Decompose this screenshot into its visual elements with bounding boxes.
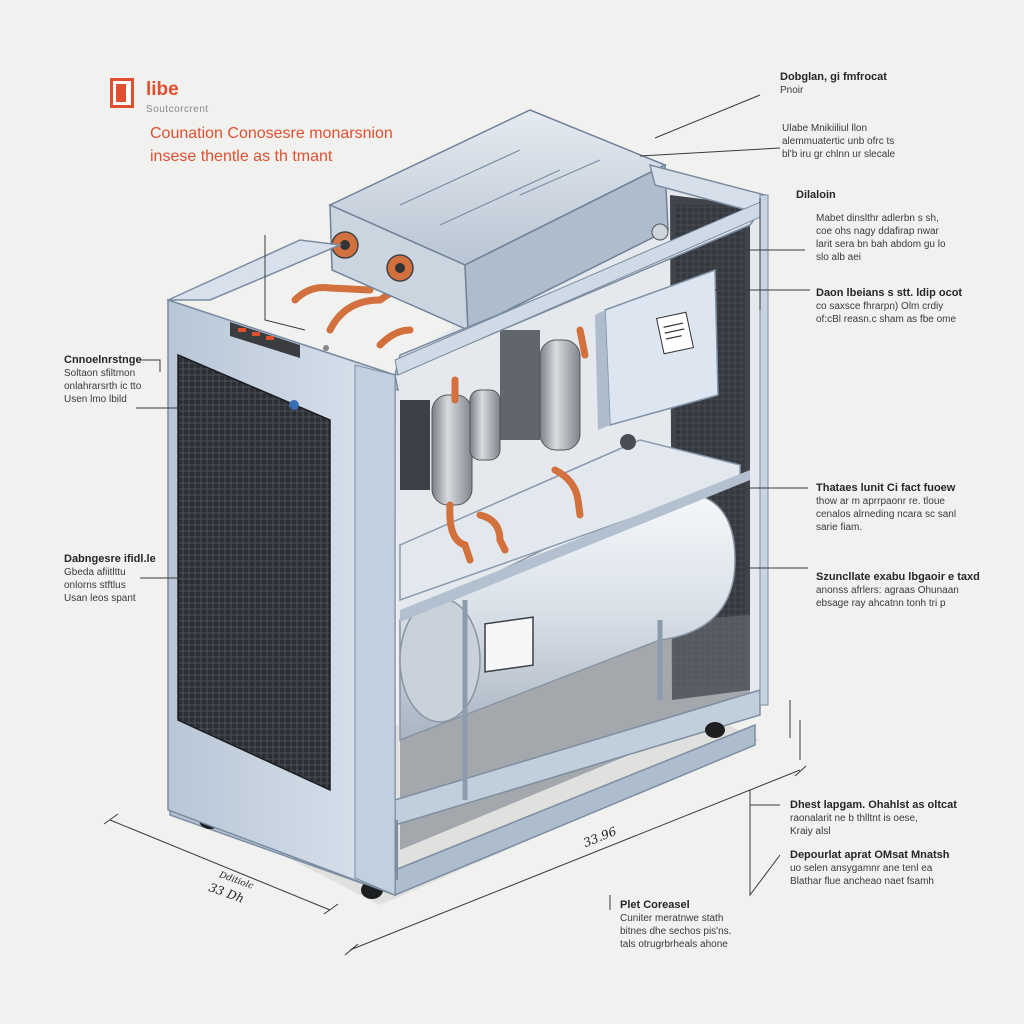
callout-right-1: Ulabe Mnikiiliul llon alemmuatertic unb … (782, 122, 1002, 161)
callout-body: Cuniter meratnwe stath bitnes dhe sechos… (620, 913, 732, 951)
callout-body: Ulabe Mnikiiliul llon alemmuatertic unb … (782, 123, 896, 160)
callout-title: Dabngesre ifidl.le (64, 553, 156, 565)
callout-title: Depourlat aprat OMsat Mnatsh (790, 849, 950, 861)
callout-body: raonalarit ne b thlltnt is oese, Kraiy a… (790, 813, 918, 838)
brand-logo-icon (110, 78, 134, 108)
callout-title: Thataes lunit Ci fact fuoew (816, 482, 956, 494)
callout-body: anonss afrlers: agraas Ohunaan ebsage ra… (816, 585, 959, 610)
callout-body: thow ar m aprrpaonr re. tloue cenalos al… (816, 496, 957, 534)
callout-right-3: Daon lbeians s stt. ldip ocot co saxsce … (816, 286, 1016, 326)
callout-right-6: Dhest lapgam. Ohahlst as oltcat raonalar… (790, 798, 990, 838)
callout-title: Dobglan, gi fmfrocat (780, 71, 887, 83)
leader-lines (136, 94, 810, 910)
callout-title: Cnnoelnrstnge (64, 354, 142, 366)
callout-right-7: Depourlat aprat OMsat Mnatsh uo selen an… (790, 848, 990, 888)
callout-title: Szuncllate exabu lbgaoir e taxd (816, 571, 980, 583)
callout-bottom: Plet Coreasel Cuniter meratnwe stath bit… (620, 898, 790, 951)
condenser-grille (177, 353, 331, 792)
callout-right-5: Szuncllate exabu lbgaoir e taxd anonss a… (816, 570, 1016, 610)
middle-shelf (399, 439, 750, 622)
control-box (595, 268, 719, 450)
callout-right-4: Thataes lunit Ci fact fuoew thow ar m ap… (816, 481, 1016, 534)
brand-name: libe (146, 79, 179, 100)
callout-title: Plet Coreasel (620, 899, 690, 911)
copper-pipes (291, 284, 589, 564)
callout-body: co saxsce fhrarpn) Olm crdiy of:cBl reas… (816, 301, 957, 326)
callout-title: Daon lbeians s stt. ldip ocot (816, 287, 963, 299)
brand-subtitle: Soutcorcrent (146, 104, 209, 115)
callout-left-1: Cnnoelnrstnge Soltaon sfiltmon onlahrars… (64, 353, 184, 406)
callout-right-2: Dilaloin Mabet dinslthr adlerbn s sh, co… (796, 188, 1016, 264)
callout-title: Dilaloin (796, 189, 836, 201)
callout-body: Soltaon sfiltmon onlahrarsrth ic tto Use… (64, 368, 142, 406)
callout-top-right: Dobglan, gi fmfrocat Pnoir (780, 70, 1000, 97)
callout-body: Pnoir (780, 85, 804, 97)
callout-body: uo selen ansygamnr ane tenl ea Blathar f… (790, 863, 934, 888)
dimension-lines (103, 700, 807, 956)
callout-body: Mabet dinslthr adlerbn s sh, coe ohs nag… (816, 213, 946, 264)
receiver-tank (399, 491, 736, 800)
compressors (400, 330, 581, 506)
callout-title: Dhest lapgam. Ohahlst as oltcat (790, 799, 957, 811)
top-heat-exchanger (328, 109, 669, 332)
callout-left-2: Dabngesre ifidl.le Gbeda afiitlttu onlor… (64, 552, 184, 605)
headline: Counation Conosesre monarsnion insese th… (150, 125, 393, 166)
callout-body: Gbeda afiitlttu onlorns stftlus Usan leo… (64, 567, 136, 605)
control-display (230, 322, 329, 410)
